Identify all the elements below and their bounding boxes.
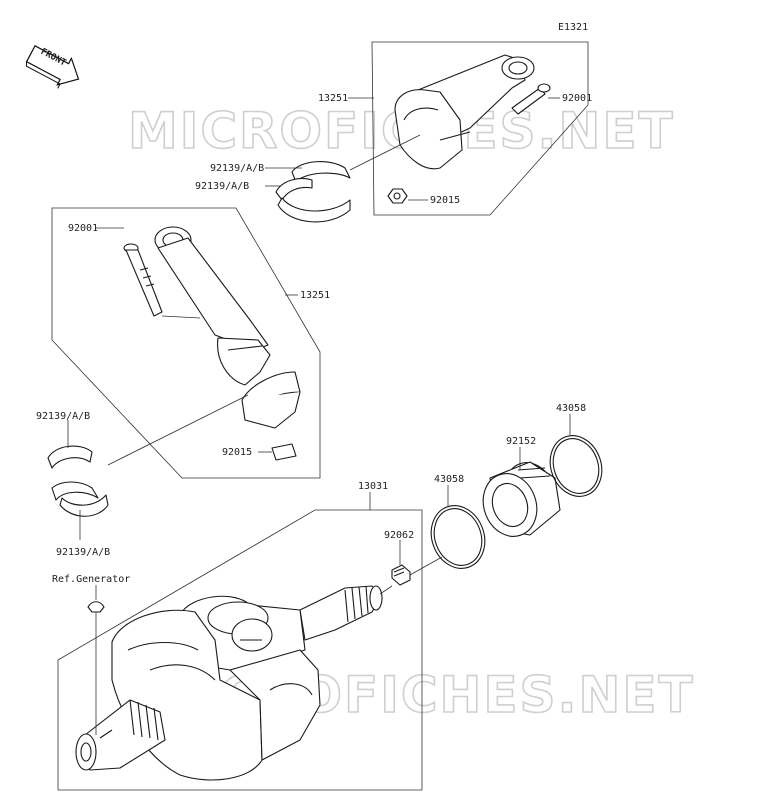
front-arrow-icon bbox=[25, 44, 80, 89]
label-ring-middle: 43058 bbox=[434, 474, 464, 485]
diagram-code: E1321 bbox=[558, 22, 588, 33]
upper-nut bbox=[387, 188, 408, 204]
label-upper-bolt: 92001 bbox=[562, 93, 592, 104]
upper-rod-frame bbox=[371, 41, 589, 216]
left-bolt bbox=[123, 243, 163, 317]
label-upper-bearing-b: 92139/A/B bbox=[195, 181, 249, 192]
left-rod-cap bbox=[241, 371, 301, 429]
label-left-rod: 13251 bbox=[300, 290, 330, 301]
label-upper-rod: 13251 bbox=[318, 93, 348, 104]
label-left-nut: 92015 bbox=[222, 447, 252, 458]
plug bbox=[391, 564, 411, 586]
left-connecting-rod bbox=[154, 226, 271, 386]
crankshaft-frame bbox=[57, 509, 423, 791]
woodruff-key bbox=[87, 601, 105, 613]
seal-housing bbox=[482, 461, 561, 537]
label-left-bearing-a: 92139/A/B bbox=[36, 411, 90, 422]
crankshaft bbox=[75, 585, 383, 781]
left-nut bbox=[271, 443, 297, 461]
upper-bolt bbox=[511, 83, 551, 115]
label-crankshaft: 13031 bbox=[358, 481, 388, 492]
o-ring-middle bbox=[430, 505, 486, 569]
label-seal-housing: 92152 bbox=[506, 436, 536, 447]
label-ring-right: 43058 bbox=[556, 403, 586, 414]
label-upper-nut: 92015 bbox=[430, 195, 460, 206]
left-rod-frame bbox=[51, 207, 321, 479]
upper-connecting-rod bbox=[394, 54, 535, 170]
label-ref-generator: Ref.Generator bbox=[52, 574, 130, 585]
upper-bearing-shells bbox=[275, 161, 351, 223]
label-left-bolt: 92001 bbox=[68, 223, 98, 234]
label-plug: 92062 bbox=[384, 530, 414, 541]
left-bearing-shells bbox=[47, 445, 109, 517]
o-ring-right bbox=[549, 435, 603, 497]
label-left-bearing-b: 92139/A/B bbox=[56, 547, 110, 558]
label-upper-bearing-a: 92139/A/B bbox=[210, 163, 264, 174]
